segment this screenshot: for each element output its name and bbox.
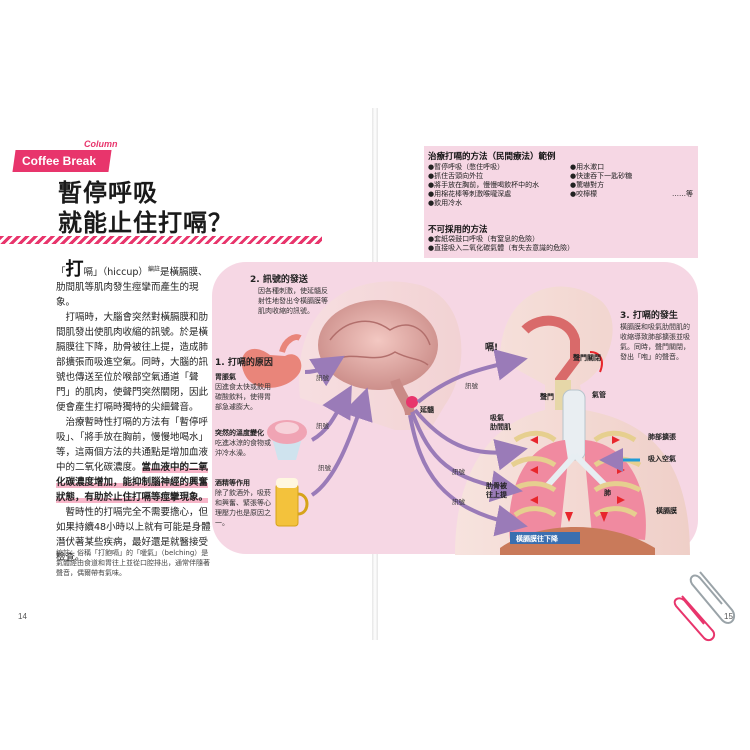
signal-section-desc: 因各種刺激，使延髓反 射性地發出令橫膈膜等 肌肉收縮的訊號。 [258,287,328,315]
page-title: 暫停呼吸 就能止住打嗝？ [58,178,233,238]
not-allowed-title: 不可採用的方法 [428,225,488,235]
occur-section-desc: 橫膈膜和吸氣肋間肌的 收縮導致肺部擴張並吸 氣。同時，聲門關閉， 發出「咆」的聲… [620,323,690,361]
ribs-up-label: 肋骨被 往上提 [486,482,507,499]
remedies-title: 治療打嗝的方法（民間療法）範例 [428,152,556,162]
signal-label: 訊號 [316,374,329,382]
causes-section-title: 1. 打嗝的原因 [215,358,273,368]
remedy-item: ●驚嚇對方 [570,181,605,189]
column-tag: Column [84,139,118,149]
paragraph-3: 治療暫時性打嗝的方法有「暫停呼吸」、「將手放在胸前，慢慢地喝水」等，這兩個方法的… [56,415,212,505]
editor-note-mark: 編註 [147,266,160,273]
remedy-item: ●用棉花棒等刺激喉嚨深處 [428,190,512,198]
remedies-box [424,146,698,224]
hic-label: 嗝! [485,343,499,353]
paragraph-1-rest: 是橫膈膜、肋間肌等肌肉發生痙攣而產生的現象。 [56,267,208,309]
signal-label: 訊號 [452,468,465,476]
paragraph-2: 打嗝時，大腦會突然對橫膈膜和肋間肌發出使肌肉收縮的訊號。於是橫膈膜往下降，肋骨被… [56,312,209,414]
signal-label: 訊號 [452,498,465,506]
signal-arrows [304,349,528,537]
remedy-etc: ……等 [672,190,693,198]
page-number-left: 14 [18,612,27,621]
lung-label: 肺 [604,489,611,497]
brain-illustration [318,300,438,416]
diaphragm-down-label: 橫膈膜往下降 [516,535,558,543]
paragraph-3-text: 治療暫時性打嗝的方法有「暫停呼吸」、「將手放在胸前，慢慢地喝水」等，這兩個方法的… [56,417,209,474]
beer-glass-illustration [275,478,309,527]
paragraph-4: 暫時性的打嗝完全不需要擔心，但如果持續48小時以上就有可能是身體潛伏著某些疾病，… [56,507,211,564]
temperature-title: 突然的溫度變化 [215,429,264,437]
paragraph-1-start: 嗝」（hiccup） [83,267,148,279]
alcohol-desc: 除了飲酒外，吸菸 和興奮、緊張等心 理壓力也是原因之 一。 [215,489,271,527]
trachea-label: 氣管 [592,391,606,399]
temperature-desc: 吃進冰涼的食物或 沖冷水澡。 [215,439,271,457]
editor-note: 編註：俗稱「打飽嗝」的「噯氣」（belching）是氣體經由食道和胃往上並從口腔… [56,549,210,577]
signal-section-title: 2. 訊號的發送 [250,275,308,285]
not-allowed-item: ●套紙袋鼓口呼吸（有窒息的危險） [428,235,540,243]
medulla-label: 延髓 [420,406,434,414]
airway-illustration [521,315,586,461]
title-line-2: 就能止住打嗝？ [58,209,233,237]
signal-label: 訊號 [465,382,478,390]
page-number-right: 15 [724,612,733,621]
not-allowed-item: ●直接吸入二氧化碳氣體（有失去意識的危險） [428,244,575,252]
alcohol-title: 酒精等作用 [215,479,250,487]
inhale-label: 吸入空氣 [648,455,676,463]
remedy-item: ●快速吞下一匙砂糖 [570,172,633,180]
title-line-1: 暫停呼吸 [58,179,158,207]
paragraph-1: 「打嗝」（hiccup）編註是橫膈膜、肋間肌等肌肉發生痙攣而產生的現象。 [56,259,208,309]
glottis-indicator-arrow [589,351,603,373]
shaved-ice-illustration [267,420,307,460]
not-allowed-box [424,218,698,258]
signal-label: 訊號 [316,422,329,430]
glottis-closed-label: 聲門關閉 [573,354,601,362]
signal-label: 訊號 [318,464,331,472]
remedy-item: ●用水漱口 [570,163,605,171]
remedy-item: ●抓住舌頭向外拉 [428,172,484,180]
occur-section-title: 3. 打嗝的發生 [620,311,678,321]
remedy-item: ●將手放在胸前，慢慢喝飲杯中的水 [428,181,540,189]
lungs-expand-label: 肺部擴張 [648,433,676,441]
article-body: 「打嗝」（hiccup）編註是橫膈膜、肋間肌等肌肉發生痙攣而產生的現象。 打嗝時… [56,259,212,565]
diaphragm-label: 橫膈膜 [656,507,677,515]
intercostal-label: 吸氣 肋間肌 [490,414,511,431]
remedy-item: ●咬檸檬 [570,190,598,198]
decorative-zigzag-divider [0,236,322,244]
remedy-item: ●暫停呼吸（憋住呼吸） [428,163,505,171]
stomach-title: 胃脹氣 [215,373,236,381]
stomach-illustration [241,334,302,388]
stomach-desc: 因進食太快或飲用 碳酸飲料，使得胃 部急遽膨大。 [215,383,271,411]
lead-character: 打 [65,259,84,281]
glottis-label: 聲門 [540,393,554,401]
remedy-item: ●飲用冷水 [428,199,463,207]
